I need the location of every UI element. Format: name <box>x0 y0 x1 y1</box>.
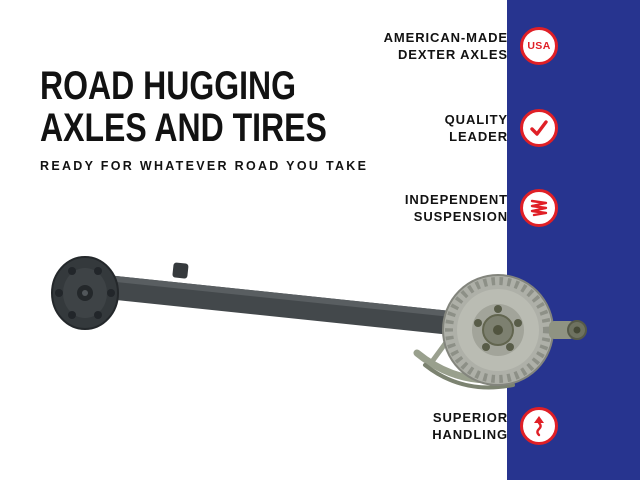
feature-superior-handling: SUPERIOR HANDLING <box>432 407 558 445</box>
headline-subhead: READY FOR WHATEVER ROAD YOU TAKE <box>40 159 369 174</box>
feature-label-line: QUALITY <box>444 112 508 127</box>
feature-american-made: AMERICAN-MADE DEXTER AXLES USA <box>384 27 558 65</box>
usa-badge-icon: USA <box>520 27 558 65</box>
headline-line-1: ROAD HUGGING <box>40 64 296 108</box>
feature-independent-suspension: INDEPENDENT SUSPENSION <box>405 189 558 227</box>
feature-label-line: LEADER <box>449 129 508 144</box>
feature-label: SUPERIOR HANDLING <box>432 409 508 443</box>
headline-line-2: AXLES AND TIRES <box>40 105 327 150</box>
usa-badge-text: USA <box>527 40 551 52</box>
checkmark-glyph <box>530 120 548 136</box>
headline: ROAD HUGGING AXLES AND TIRES READY FOR W… <box>40 64 399 174</box>
shock-arrow-icon <box>520 407 558 445</box>
feature-label-line: SUSPENSION <box>413 209 508 224</box>
feature-label-line: AMERICAN-MADE <box>383 30 508 45</box>
feature-label-line: HANDLING <box>432 427 508 442</box>
blue-band <box>507 0 640 480</box>
feature-quality-leader: QUALITY LEADER <box>445 109 558 147</box>
feature-label: INDEPENDENT SUSPENSION <box>405 191 508 225</box>
checkmark-icon <box>520 109 558 147</box>
trailer-axle-illustration <box>51 256 587 390</box>
feature-label: AMERICAN-MADE DEXTER AXLES <box>384 29 508 63</box>
shock-arrow-glyph <box>534 416 544 437</box>
feature-label-line: SUPERIOR <box>432 410 508 425</box>
coil-spring-icon <box>520 189 558 227</box>
coil-spring-glyph <box>530 199 548 217</box>
feature-label-line: INDEPENDENT <box>404 192 508 207</box>
feature-label: QUALITY LEADER <box>445 111 508 145</box>
feature-label-line: DEXTER AXLES <box>397 47 508 62</box>
